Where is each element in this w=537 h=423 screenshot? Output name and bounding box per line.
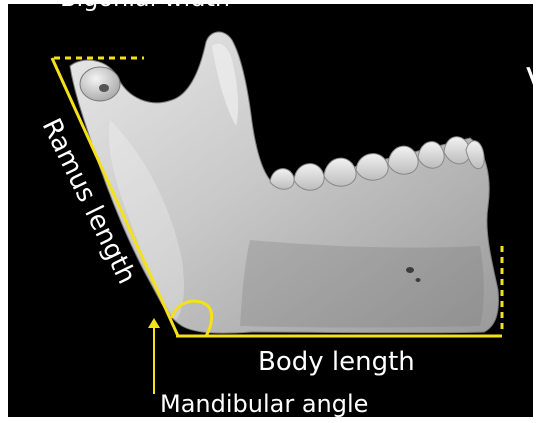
foramen-dot <box>416 278 421 282</box>
mandibular-angle-label: Mandibular angle <box>160 390 368 418</box>
condyle-pit <box>99 84 109 92</box>
condyle <box>80 67 120 101</box>
right-edge-glyph: V <box>526 61 537 101</box>
top-caption: Bigonial width <box>60 0 230 12</box>
body-length-label: Body length <box>258 347 415 377</box>
mental-foramen <box>406 267 414 273</box>
body-shadow <box>240 240 484 328</box>
